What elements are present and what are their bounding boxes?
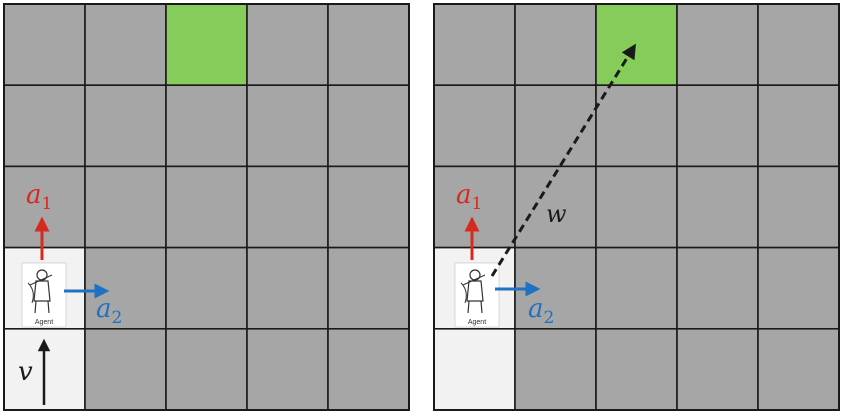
grid-cell (246, 3, 329, 86)
grid-cell (327, 84, 410, 168)
w-arrow (490, 43, 636, 277)
grid-cell (327, 165, 410, 249)
grid-cell (676, 165, 759, 249)
left-gridworld-panel: Agent a1 a2 v (3, 3, 410, 411)
grid-cell (3, 3, 86, 86)
a2-label: a2 (528, 294, 554, 328)
grid-cell (433, 84, 516, 168)
goal-cell (595, 3, 678, 86)
grid-cell (757, 246, 840, 330)
grid-cell (676, 246, 759, 330)
a2-label: a2 (96, 294, 122, 328)
grid-cell (676, 327, 759, 411)
grid-cell (514, 165, 597, 249)
grid-cell (514, 3, 597, 86)
grid-cell (246, 84, 329, 168)
grid-cell (84, 327, 167, 411)
grid-cell (246, 327, 329, 411)
right-grid-border (433, 3, 840, 411)
grid-cell (595, 165, 678, 249)
a1-label: a1 (26, 180, 52, 214)
grid-cell (84, 3, 167, 86)
grid-cell (3, 84, 86, 168)
agent-icon: Agent (454, 262, 500, 328)
w-label: w (546, 200, 567, 228)
right-grid-cells (433, 3, 840, 411)
grid-cell (595, 84, 678, 168)
grid-cell (327, 246, 410, 330)
grid-cell (246, 165, 329, 249)
grid-cell (165, 165, 248, 249)
right-gridworld-panel: Agent a1 a2 w (433, 3, 840, 411)
left-grid-cells (3, 3, 410, 411)
grid-cell (165, 246, 248, 330)
grid-cell (595, 327, 678, 411)
grid-cell (757, 327, 840, 411)
grid-cell (676, 3, 759, 86)
grid-cell (757, 84, 840, 168)
grid-cell (327, 327, 410, 411)
grid-cell (246, 246, 329, 330)
grid-cell (433, 3, 516, 86)
a1-label: a1 (456, 180, 482, 214)
grid-cell (676, 84, 759, 168)
agent-caption: Agent (35, 319, 53, 326)
grid-cell (595, 246, 678, 330)
light-cell (433, 327, 516, 411)
agent-icon: Agent (21, 262, 67, 328)
grid-cell (514, 327, 597, 411)
v-label: v (18, 357, 33, 387)
left-grid-border (3, 3, 410, 411)
agent-caption: Agent (468, 319, 486, 326)
grid-cell (757, 165, 840, 249)
grid-cell (757, 3, 840, 86)
grid-cell (84, 84, 167, 168)
goal-cell (165, 3, 248, 86)
grid-cell (3, 165, 86, 249)
grid-cell (165, 327, 248, 411)
grid-cell (84, 165, 167, 249)
grid-cell (327, 3, 410, 86)
grid-cell (165, 84, 248, 168)
